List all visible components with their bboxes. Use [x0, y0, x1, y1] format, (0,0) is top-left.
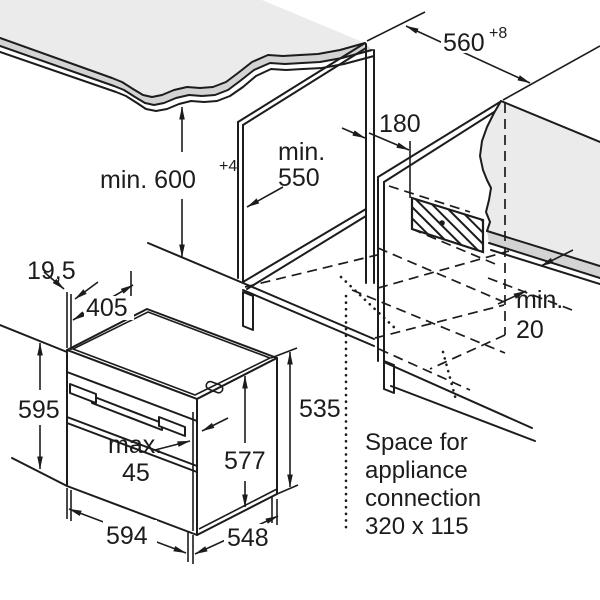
niche-depth-label-1: min. [278, 138, 325, 166]
worktop [0, 0, 375, 112]
niche-width-tolerance: +8 [489, 25, 507, 42]
frame-depth-dimension: 405 [72, 271, 134, 322]
frame-depth-label: 405 [86, 294, 128, 322]
hidden-edges [244, 103, 573, 391]
rear-gap-label-2: 20 [516, 316, 544, 344]
connection-note: Space for appliance connection 320 x 115 [365, 429, 481, 540]
connection-note-line-2: appliance [365, 457, 468, 484]
niche-width-label: 560 [443, 29, 485, 57]
vent-offset-label: 180 [379, 110, 421, 138]
niche-height-tolerance: +4 [219, 158, 237, 175]
vent-center-dot [439, 220, 445, 226]
oven [0, 308, 278, 536]
connection-note-line-3: connection [365, 485, 481, 512]
niche-depth-label-2: 550 [278, 164, 320, 192]
cabinet-foot [242, 291, 254, 331]
oven-depth-label: 548 [227, 524, 269, 552]
oven-width-label: 594 [106, 522, 148, 550]
connection-note-line-4: 320 x 115 [365, 513, 469, 540]
vent-cutout [410, 196, 485, 254]
right-cabinet [377, 101, 536, 442]
connection-note-line-1: Space for [365, 429, 468, 456]
niche-floor-lines [147, 208, 375, 347]
rear-gap-dimension: min. 20 [497, 249, 574, 344]
oven-inner-depth-dimension: 577 [224, 375, 266, 508]
door-projection-label-2: 45 [122, 459, 150, 487]
frame-gap-label: 19,5 [27, 257, 76, 285]
tall-cabinet [237, 42, 375, 331]
niche-depth-dimension: min. 550 [246, 138, 325, 208]
rear-gap-label-1: min. [516, 286, 563, 314]
door-projection-dimension: max. 45 [108, 417, 229, 487]
right-cabinet-foot [383, 360, 395, 394]
vent-offset-dimension: 180 [341, 110, 421, 198]
oven-depth-dimension: 548 [194, 497, 279, 555]
niche-height-dimension: min. 600 +4 [100, 106, 237, 258]
niche-width-dimension: 560 +8 [366, 11, 600, 101]
oven-rear-height-label: 535 [299, 395, 341, 423]
oven-control-panel-line [66, 371, 198, 422]
oven-handle [69, 383, 186, 437]
door-projection-label-1: max. [108, 431, 162, 459]
oven-height-dimension: 595 [18, 342, 60, 470]
oven-inner-depth-label: 577 [224, 447, 266, 475]
right-wall-panel [479, 100, 600, 285]
oven-width-dimension: 594 [66, 488, 194, 564]
oven-rear-height-dimension: 535 [270, 347, 341, 495]
projection-dotted-lines [339, 275, 458, 530]
niche-height-label: min. 600 [100, 166, 196, 194]
oven-height-label: 595 [18, 396, 60, 424]
side-grip-slot [205, 380, 224, 394]
